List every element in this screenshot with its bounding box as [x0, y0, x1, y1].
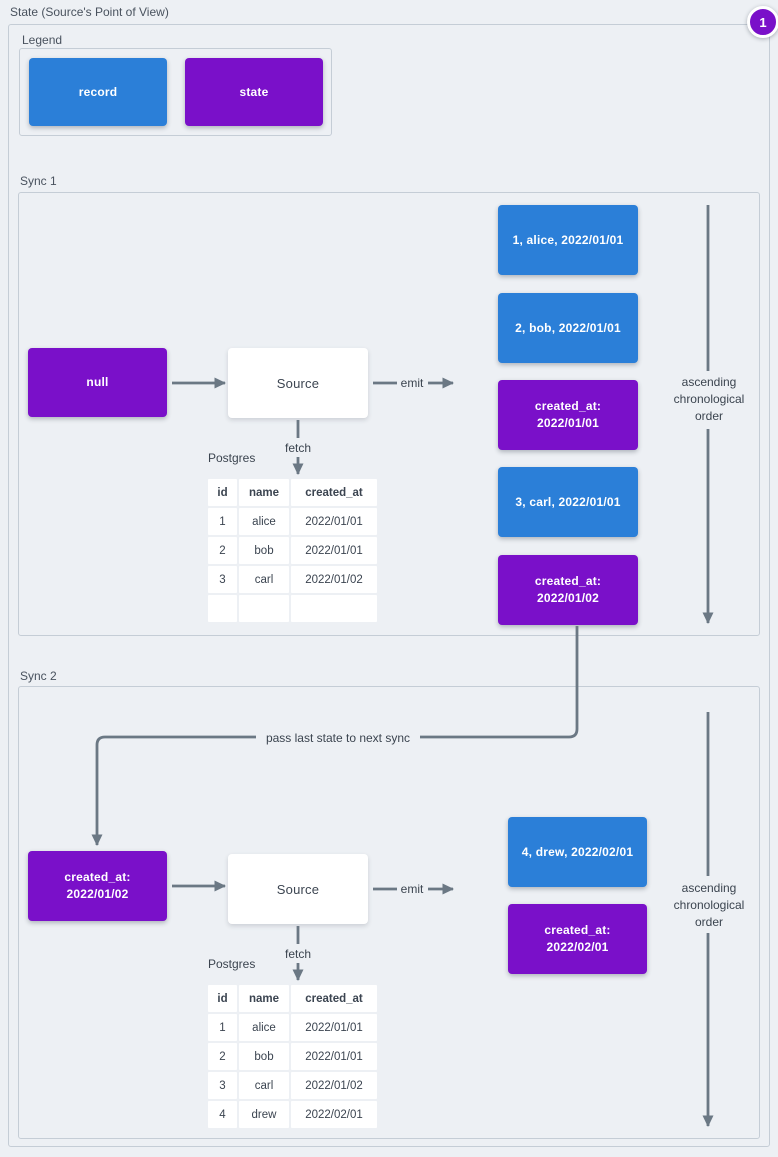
table-header-cell: id [208, 479, 237, 506]
pass-state-label: pass last state to next sync [265, 731, 411, 745]
sync1-emit-label: emit [400, 376, 424, 390]
sync2-group-box [18, 686, 760, 1139]
state-node-20220102: created_at: 2022/01/02 [498, 555, 638, 625]
table-cell: 1 [208, 508, 237, 535]
sync2-postgres-table: id name created_at 1 alice 2022/01/01 2 … [208, 985, 377, 1128]
sync1-group-box [18, 192, 760, 636]
table-cell: bob [239, 537, 289, 564]
table-cell: 2022/01/01 [291, 508, 377, 535]
sync1-source-node: Source [228, 348, 368, 418]
table-cell: 2022/01/01 [291, 1043, 377, 1070]
state-node-20220101: created_at: 2022/01/01 [498, 380, 638, 450]
table-header-cell: name [239, 479, 289, 506]
legend-record-swatch: record [29, 58, 167, 126]
sync2-emit-label: emit [400, 882, 424, 896]
sync2-ascending-order-label: ascending chronological order [673, 881, 745, 929]
sync2-title: Sync 2 [20, 669, 57, 683]
sync1-ascending-order-label: ascending chronological order [673, 375, 745, 423]
state-node-20220201: created_at: 2022/02/01 [508, 904, 647, 974]
legend-title: Legend [22, 33, 63, 47]
sync1-postgres-label: Postgres [208, 451, 256, 465]
sync1-fetch-label: fetch [284, 441, 311, 455]
table-header-cell: created_at [291, 985, 377, 1012]
sync2-source-node: Source [228, 854, 368, 924]
outer-group-box [8, 24, 770, 1147]
table-cell: 2022/01/02 [291, 566, 377, 593]
table-cell: 2022/02/01 [291, 1101, 377, 1128]
table-cell: 2 [208, 537, 237, 564]
page-title: State (Source's Point of View) [10, 5, 169, 19]
table-cell: 2022/01/01 [291, 537, 377, 564]
sync2-postgres-label: Postgres [208, 957, 256, 971]
table-cell: 2 [208, 1043, 237, 1070]
legend-state-swatch: state [185, 58, 323, 126]
table-cell: 3 [208, 1072, 237, 1099]
record-node-bob: 2, bob, 2022/01/01 [498, 293, 638, 363]
table-cell: bob [239, 1043, 289, 1070]
table-cell: 1 [208, 1014, 237, 1041]
table-header-cell: name [239, 985, 289, 1012]
sync1-input-state-node: null [28, 348, 167, 417]
table-cell: 2022/01/01 [291, 1014, 377, 1041]
annotation-badge: 1 [747, 6, 778, 38]
record-node-carl: 3, carl, 2022/01/01 [498, 467, 638, 537]
table-cell: 4 [208, 1101, 237, 1128]
sync1-postgres-table: id name created_at 1 alice 2022/01/01 2 … [208, 479, 377, 622]
table-header-cell: id [208, 985, 237, 1012]
record-node-alice: 1, alice, 2022/01/01 [498, 205, 638, 275]
table-header-cell: created_at [291, 479, 377, 506]
table-cell: carl [239, 1072, 289, 1099]
table-cell [291, 595, 377, 622]
sync2-fetch-label: fetch [284, 947, 311, 961]
table-cell: 3 [208, 566, 237, 593]
table-cell: carl [239, 566, 289, 593]
table-cell: 2022/01/02 [291, 1072, 377, 1099]
annotation-badge-number: 1 [759, 14, 767, 30]
table-cell: alice [239, 508, 289, 535]
sync2-input-state-node: created_at: 2022/01/02 [28, 851, 167, 921]
sync1-title: Sync 1 [20, 174, 57, 188]
table-cell: drew [239, 1101, 289, 1128]
table-cell: alice [239, 1014, 289, 1041]
legend-box [19, 48, 332, 136]
table-cell [208, 595, 237, 622]
table-cell [239, 595, 289, 622]
record-node-drew: 4, drew, 2022/02/01 [508, 817, 647, 887]
